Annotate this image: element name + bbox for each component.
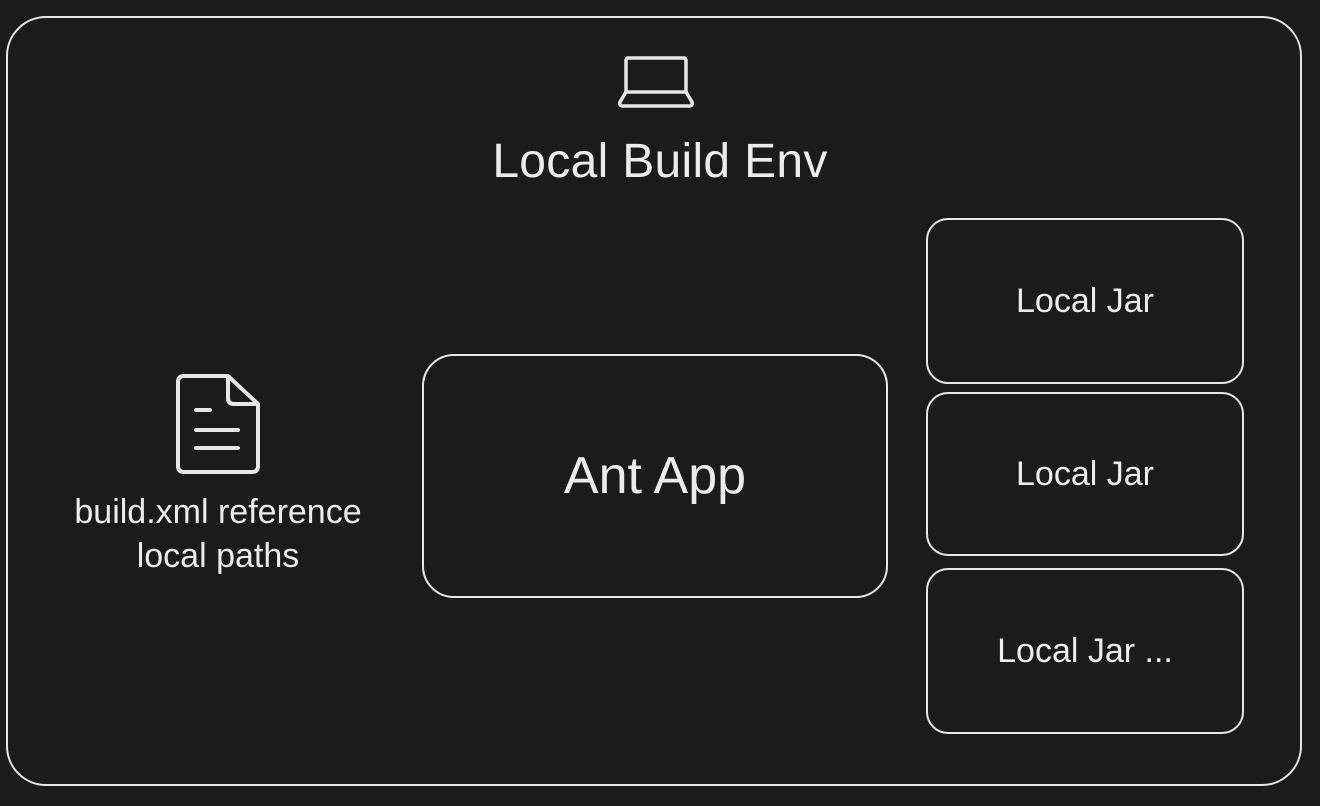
ant-app-label: Ant App	[563, 447, 747, 505]
local-jar-label-3: Local Jar ...	[997, 631, 1173, 670]
local-jar-label-1: Local Jar	[1016, 281, 1154, 320]
local-jar-node-2: Local Jar	[926, 392, 1244, 556]
local-jar-node-1: Local Jar	[926, 218, 1244, 384]
env-title: Local Build Env	[492, 135, 828, 188]
local-build-env-container	[6, 16, 1302, 786]
ant-app-node: Ant App	[422, 354, 888, 598]
build-file-label-line1: build.xml reference	[74, 493, 362, 531]
local-jar-label-2: Local Jar	[1016, 454, 1154, 493]
build-file-label-line2: local paths	[136, 537, 300, 575]
laptop-icon	[618, 56, 694, 108]
local-jar-node-3: Local Jar ...	[926, 568, 1244, 734]
file-text-icon	[176, 374, 260, 474]
build-file-label: build.xml reference local paths	[38, 490, 398, 578]
